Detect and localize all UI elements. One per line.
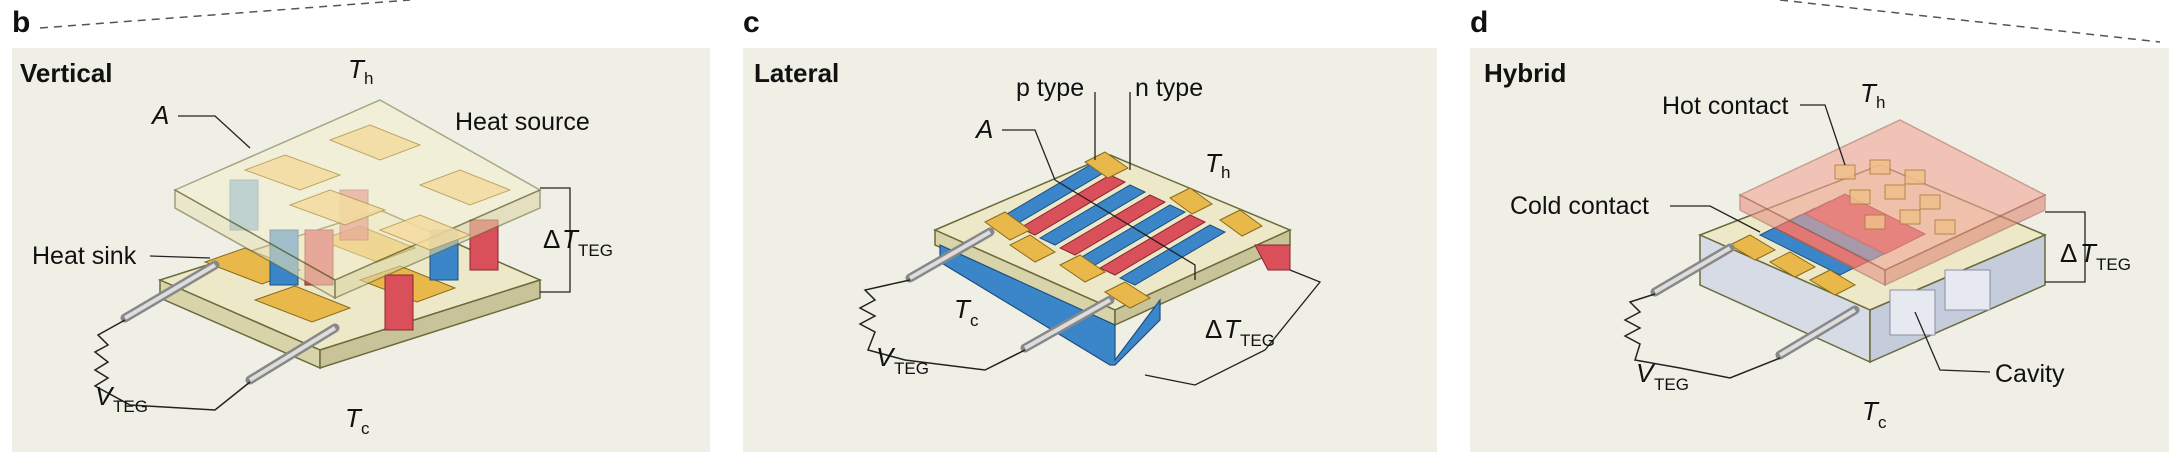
panel-title-lateral: Lateral — [754, 58, 840, 88]
lateral-contacts — [984, 151, 1263, 309]
label-cold-contact: Cold contact — [1510, 192, 1649, 220]
label-dt-hybrid: T — [2080, 238, 2098, 268]
wires — [93, 260, 340, 411]
label-tc: T — [345, 403, 363, 433]
cavity-2 — [1944, 269, 1991, 311]
label-heat-sink: Heat sink — [32, 242, 137, 270]
label-dt-sub-hybrid: TEG — [2096, 255, 2131, 274]
label-v-sub-lateral: TEG — [894, 359, 929, 378]
label-tc-sub: c — [361, 419, 370, 438]
label-dt-delta-hybrid: Δ — [2060, 238, 2077, 268]
label-cavity: Cavity — [1995, 360, 2065, 388]
label-v-sub-hybrid: TEG — [1654, 375, 1689, 394]
cavity-1 — [1889, 289, 1936, 336]
label-dt-lateral: T — [1224, 314, 1242, 344]
panel-letter-c: c — [743, 6, 760, 39]
label-area-lateral: A — [974, 114, 993, 144]
panel-letter-d: d — [1470, 6, 1489, 39]
label-dt-delta-lateral: Δ — [1205, 314, 1222, 344]
label-tc-hybrid: T — [1862, 396, 1880, 426]
lateral-leader-lines — [1002, 92, 1322, 386]
label-heat-source: Heat source — [455, 108, 590, 136]
panel-letter-b: b — [12, 6, 31, 39]
hot-contacts — [1834, 159, 1956, 235]
panel-title-vertical: Vertical — [20, 58, 113, 88]
label-n-type: n type — [1135, 74, 1203, 102]
leader-lines — [149, 115, 571, 293]
label-v-lateral: V — [876, 342, 896, 372]
lateral-wires — [858, 227, 1115, 371]
label-area: A — [150, 100, 169, 130]
label-tc-sub-hybrid: c — [1878, 413, 1887, 432]
label-th-lateral: T — [1205, 148, 1223, 178]
label-dt-sub: TEG — [578, 241, 613, 260]
label-th-sub-hybrid: h — [1876, 93, 1885, 112]
label-dt-delta: Δ — [543, 224, 560, 254]
label-hot-contact: Hot contact — [1662, 92, 1789, 120]
top-contacts — [243, 124, 512, 251]
label-th-sub-lateral: h — [1221, 163, 1230, 182]
cold-contacts — [1728, 234, 1857, 296]
label-th-hybrid: T — [1860, 78, 1878, 108]
label-tc-lateral: T — [954, 294, 972, 324]
label-v-sub: TEG — [113, 397, 148, 416]
label-tc-sub-lateral: c — [970, 311, 979, 330]
label-dt-sub-lateral: TEG — [1240, 331, 1275, 350]
label-p-type: p type — [1016, 74, 1084, 102]
hybrid-leader-lines — [1670, 104, 2086, 373]
label-th: T — [348, 54, 366, 84]
label-th-sub: h — [364, 69, 373, 88]
label-v: V — [95, 381, 115, 411]
label-v-hybrid: V — [1636, 358, 1656, 388]
panel-title-hybrid: Hybrid — [1484, 58, 1567, 88]
label-dt: T — [562, 224, 580, 254]
hybrid-wires — [1623, 243, 1860, 379]
pn-stripes — [998, 164, 1227, 286]
